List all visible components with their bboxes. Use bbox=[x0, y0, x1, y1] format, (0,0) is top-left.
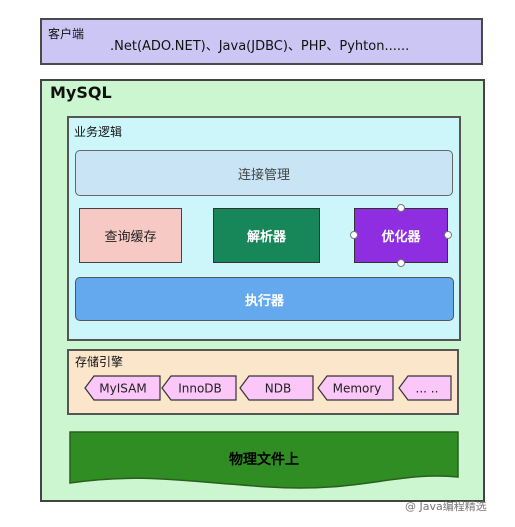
engine-tag-innodb: InnoDB bbox=[161, 375, 237, 401]
storage-engine-tags: MyISAM InnoDB NDB Memory ... .. bbox=[84, 375, 452, 401]
engine-tag-ndb: NDB bbox=[239, 375, 314, 401]
executor-box: 执行器 bbox=[75, 277, 454, 321]
selection-handle-top[interactable] bbox=[397, 204, 405, 212]
storage-engine-title: 存储引擎 bbox=[75, 355, 124, 369]
svg-text:Memory: Memory bbox=[333, 382, 382, 396]
query-cache-box: 查询缓存 bbox=[79, 208, 182, 263]
business-logic-title: 业务逻辑 bbox=[74, 125, 123, 139]
parser-box: 解析器 bbox=[213, 208, 320, 263]
optimizer-box: 优化器 bbox=[354, 208, 448, 263]
connection-management-box: 连接管理 bbox=[75, 150, 453, 196]
svg-text:InnoDB: InnoDB bbox=[178, 382, 222, 396]
selection-handle-bottom[interactable] bbox=[397, 259, 405, 267]
engine-tag-more: ... .. bbox=[398, 375, 452, 401]
selection-handle-right[interactable] bbox=[444, 231, 452, 239]
watermark: @ Java编程精选 bbox=[405, 500, 487, 513]
mysql-title: MySQL bbox=[50, 83, 112, 102]
engine-tag-myisam: MyISAM bbox=[84, 375, 161, 401]
client-title: 客户端 bbox=[48, 27, 85, 41]
mysql-server: MySQL 业务逻辑 连接管理 查询缓存 解析器 优化器 执行器 存储引擎 My… bbox=[40, 79, 485, 502]
physical-files-shape bbox=[69, 431, 459, 489]
client-languages: .Net(ADO.NET)、Java(JDBC)、PHP、Pyhton.....… bbox=[110, 39, 410, 54]
selection-handle-left[interactable] bbox=[350, 231, 358, 239]
client-layer: 客户端 .Net(ADO.NET)、Java(JDBC)、PHP、Pyhton.… bbox=[40, 18, 483, 65]
svg-text:NDB: NDB bbox=[265, 382, 291, 396]
engine-tag-memory: Memory bbox=[317, 375, 394, 401]
optimizer-label: 优化器 bbox=[381, 230, 421, 245]
physical-files-label: 物理文件上 bbox=[229, 452, 299, 468]
storage-engine-layer: 存储引擎 MyISAM InnoDB NDB Memory ... .. bbox=[67, 349, 459, 415]
business-logic-layer: 业务逻辑 连接管理 查询缓存 解析器 优化器 执行器 bbox=[67, 116, 461, 341]
svg-text:... ..: ... .. bbox=[416, 382, 439, 396]
svg-text:MyISAM: MyISAM bbox=[99, 382, 146, 396]
